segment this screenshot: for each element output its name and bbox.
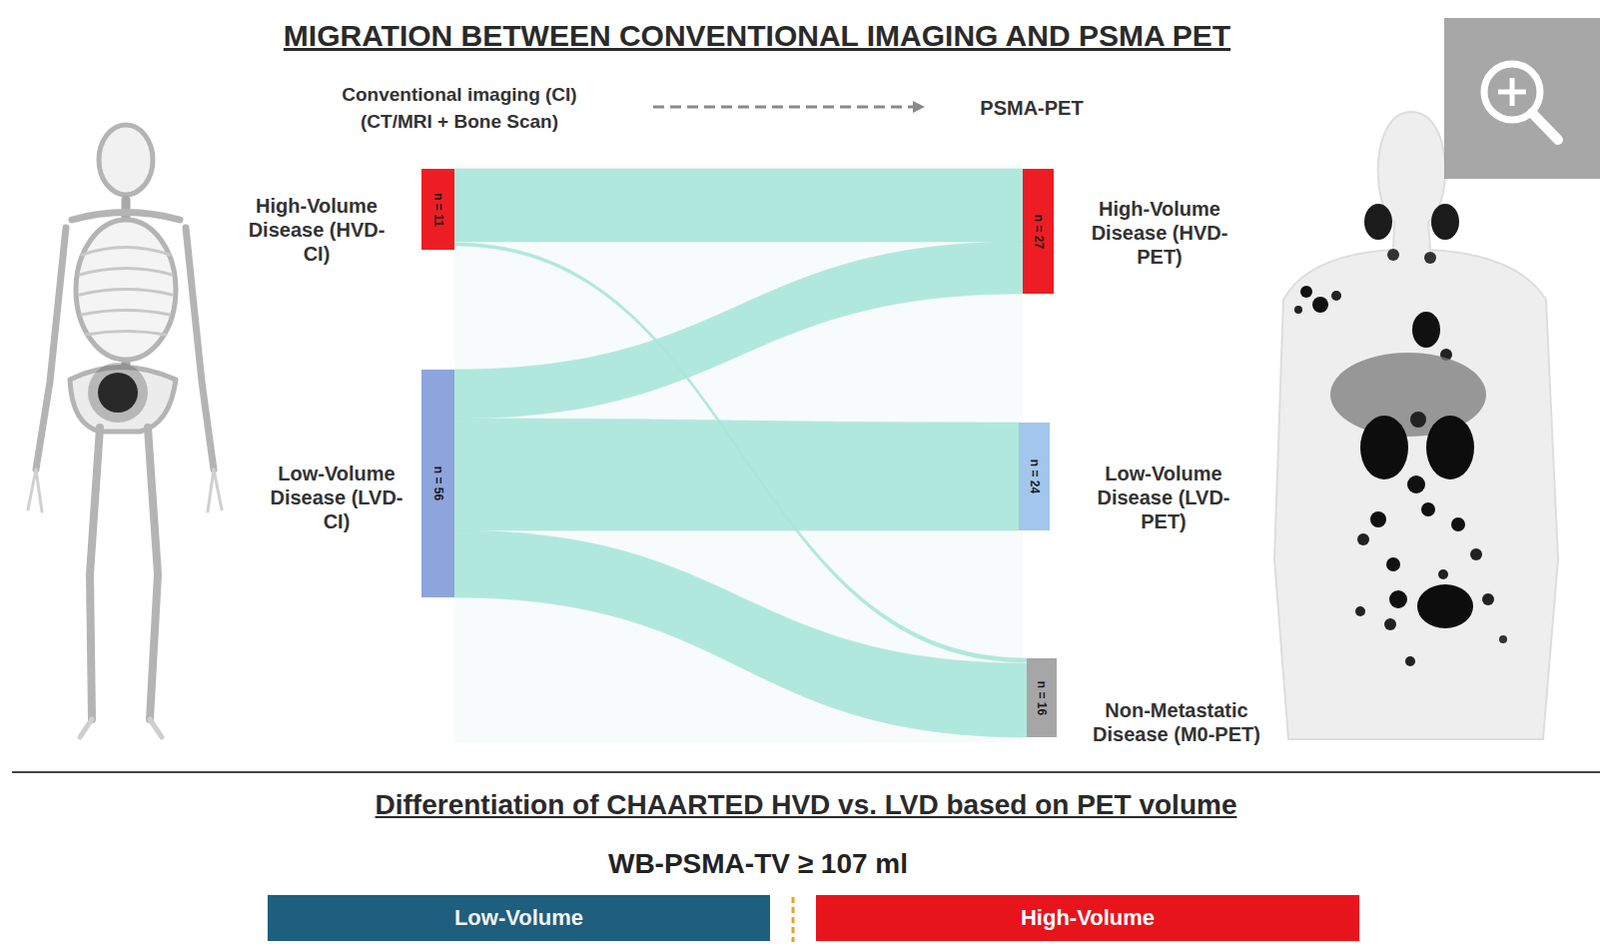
- count-label: n = 24: [1027, 459, 1042, 494]
- threshold-band: High-Volume: [815, 894, 1360, 941]
- flow-bar: n = 11High-Volume Disease (HVD-CI): [421, 168, 455, 250]
- node-label: Low-Volume Disease (LVD-PET): [1088, 461, 1239, 534]
- flow-band: [454, 241, 1023, 419]
- count-label: n = 16: [1034, 680, 1049, 715]
- node-label: High-Volume Disease (HVD-PET): [1084, 196, 1235, 269]
- threshold-band: Low-Volume: [267, 894, 771, 941]
- node-label: Non-Metastatic Disease (M0-PET): [1086, 698, 1267, 747]
- band-label: Low-Volume: [454, 904, 584, 931]
- flow-band: [454, 418, 1019, 531]
- separator-rule: [11, 771, 1600, 774]
- node-label: High-Volume Disease (HVD-CI): [241, 193, 392, 266]
- direction-arrow: [653, 100, 925, 113]
- count-label: n = 27: [1031, 213, 1046, 248]
- axis-heading: PSMA-PET: [979, 94, 1083, 121]
- flow-band: [454, 168, 1023, 242]
- flow-bar: n = 56Low-Volume Disease (LVD-CI): [421, 369, 455, 598]
- zoom-icon: [1444, 17, 1600, 179]
- pet-mip-figure: [1274, 111, 1559, 740]
- threshold-line: [792, 896, 796, 942]
- flow-bar: n = 16Non-Metastatic Disease (M0-PET): [1026, 658, 1057, 738]
- title: MIGRATION BETWEEN CONVENTIONAL IMAGING A…: [283, 18, 1231, 53]
- band-label: High-Volume: [1020, 904, 1155, 931]
- node-label: Low-Volume Disease (LVD-CI): [261, 461, 412, 534]
- flow-bar: n = 24Low-Volume Disease (LVD-PET): [1018, 422, 1050, 531]
- bone-scan-figure: [27, 124, 222, 738]
- section-heading: Differentiation of CHAARTED HVD vs. LVD …: [375, 788, 1238, 822]
- flow-band: [454, 530, 1027, 738]
- count-label: n = 11: [431, 192, 446, 227]
- flow-bar: n = 27High-Volume Disease (HVD-PET): [1022, 168, 1054, 294]
- axis-heading: Conventional imaging (CI) (CT/MRI + Bone…: [314, 80, 605, 135]
- threshold-label: WB-PSMA-TV ≥ 107 ml: [608, 846, 908, 881]
- count-label: n = 56: [431, 466, 446, 501]
